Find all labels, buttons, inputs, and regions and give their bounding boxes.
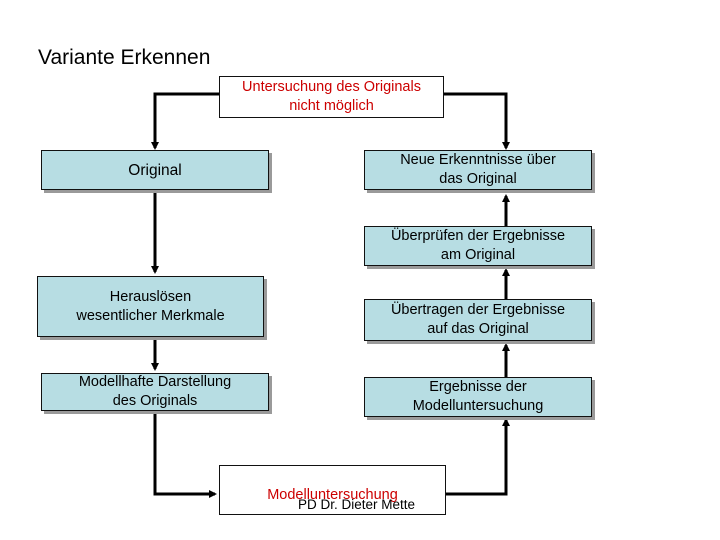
arrow-modellhafte-to-modelluntersuchung	[153, 411, 217, 498]
box-modelluntersuchung-label: Modelluntersuchung	[267, 487, 398, 503]
box-ueberpruefen-label: Überprüfen der Ergebnisse am Original	[390, 228, 566, 263]
box-herausloesen: Herauslösen wesentlicher Merkmale	[37, 276, 264, 337]
arrow-untersuchung-to-neue-erkenntnisse	[444, 92, 510, 150]
box-ergebnisse-label: Ergebnisse der Modelluntersuchung	[412, 379, 544, 414]
slide-title: Variante Erkennen	[38, 46, 211, 69]
box-modellhafte-darstellung: Modellhafte Darstellung des Originals	[41, 373, 269, 411]
box-uebertragen-label: Übertragen der Ergebnisse auf das Origin…	[390, 302, 566, 337]
box-modellhafte-label: Modellhafte Darstellung des Originals	[78, 374, 232, 409]
box-ergebnisse-modelluntersuchung: Ergebnisse der Modelluntersuchung	[364, 377, 592, 417]
box-uebertragen: Übertragen der Ergebnisse auf das Origin…	[364, 299, 592, 341]
box-herausloesen-label: Herauslösen wesentlicher Merkmale	[76, 288, 225, 324]
footer-author: PD Dr. Dieter Mette	[298, 497, 416, 512]
box-untersuchung-nicht-moeglich: Untersuchung des Originals nicht möglich	[219, 76, 444, 118]
box-modelluntersuchung: Modelluntersuchung	[219, 465, 446, 515]
box-ueberpruefen: Überprüfen der Ergebnisse am Original	[364, 226, 592, 266]
box-neue-erkenntnisse-label: Neue Erkenntnisse über das Original	[400, 152, 556, 187]
box-neue-erkenntnisse: Neue Erkenntnisse über das Original	[364, 150, 592, 190]
box-original: Original	[41, 150, 269, 190]
arrow-modelluntersuchung-to-ergebnisse	[446, 418, 510, 496]
box-original-label: Original	[128, 161, 182, 179]
box-untersuchung-label: Untersuchung des Originals nicht möglich	[242, 79, 421, 114]
arrow-untersuchung-to-original	[151, 92, 219, 150]
